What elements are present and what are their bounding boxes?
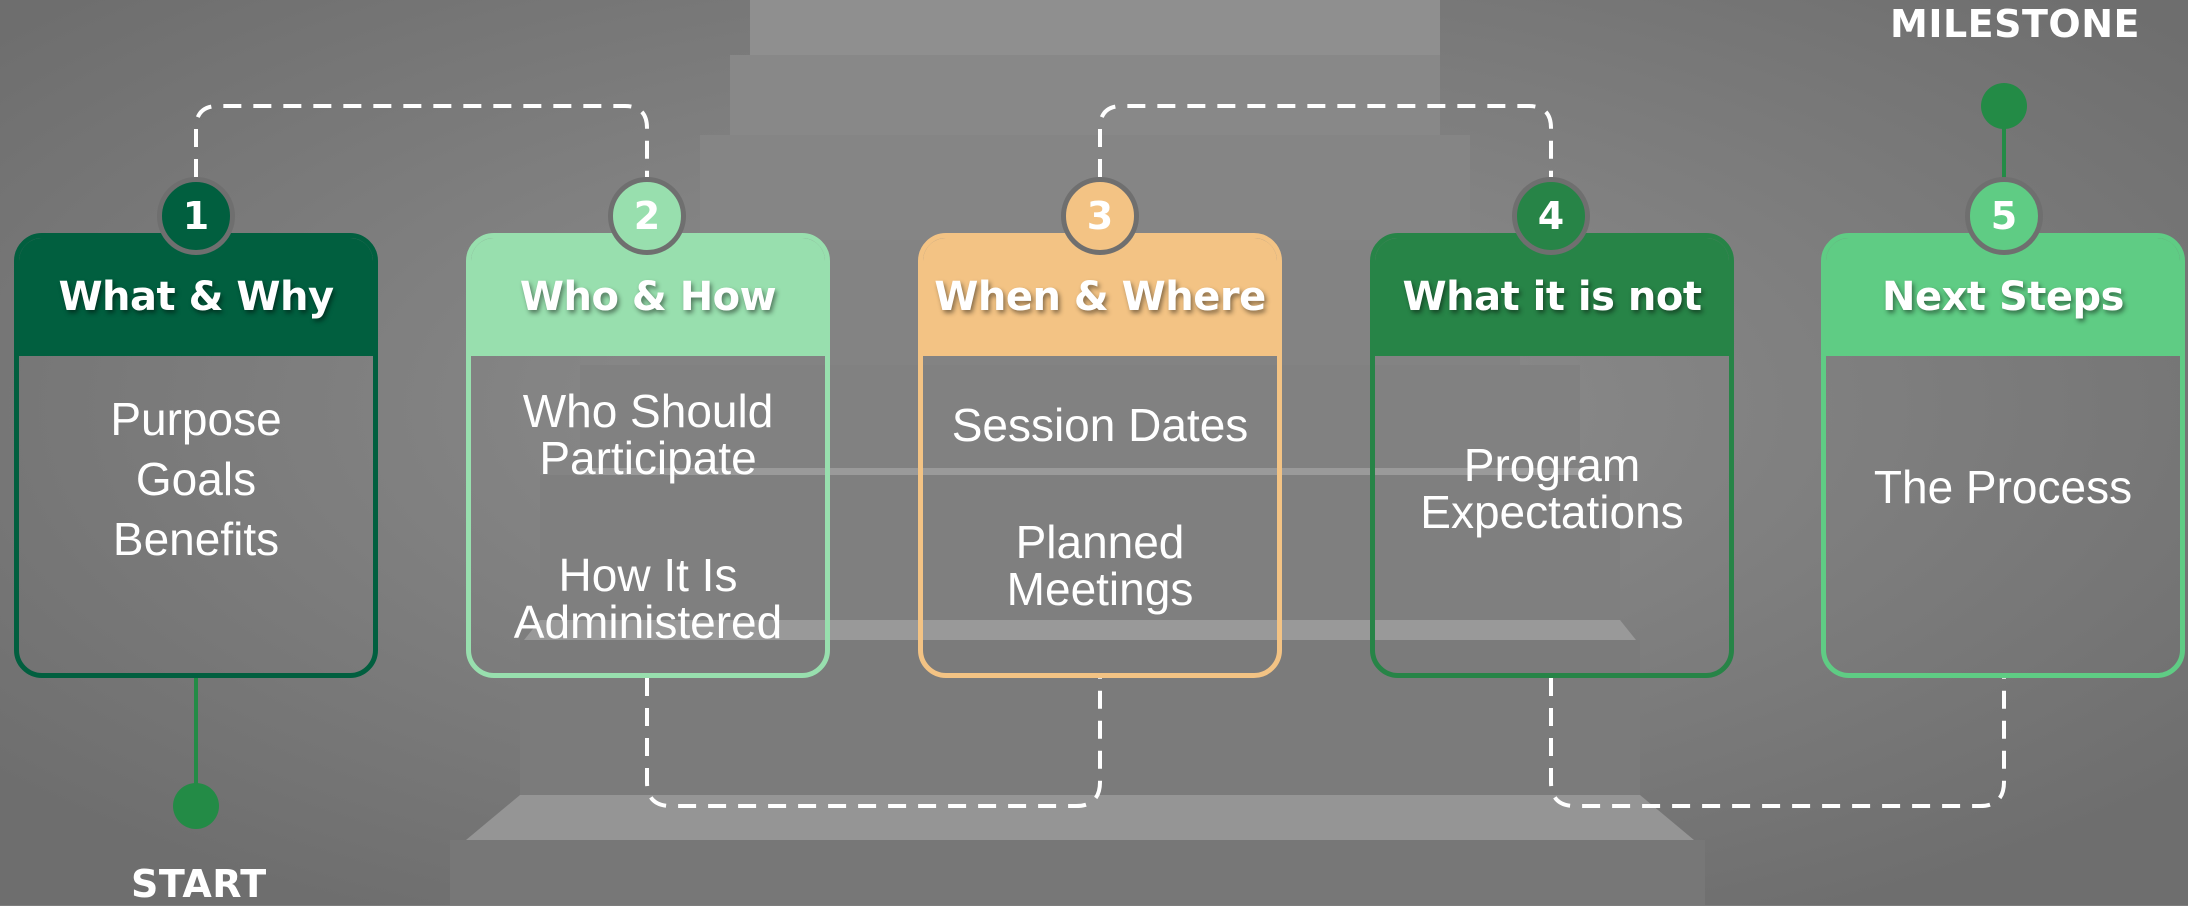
- step-badge-3: 3: [1061, 177, 1139, 255]
- step-card-3: When & Where Session Dates Planned Meeti…: [918, 233, 1282, 678]
- step-title-5: Next Steps: [1826, 238, 2180, 356]
- step-badge-4: 4: [1512, 177, 1590, 255]
- step-body-1: Purpose Goals Benefits: [19, 356, 373, 673]
- step-card-4: What it is not Program Expectations: [1370, 233, 1734, 678]
- dashed-connector-1-2: [194, 104, 649, 177]
- step-item: The Process: [1873, 461, 2133, 513]
- step-item: Goals: [135, 452, 257, 505]
- step-item: Program Expectations: [1420, 439, 1684, 538]
- step-body-4: Program Expectations: [1375, 356, 1729, 673]
- milestone-dot: [1981, 83, 2027, 129]
- start-dot: [173, 783, 219, 829]
- start-label: START: [131, 862, 267, 906]
- step-card-2: Who & How Who Should Participate How It …: [466, 233, 830, 678]
- step-item: How It Is Administered: [513, 548, 783, 648]
- step-body-2: Who Should Participate How It Is Adminis…: [471, 356, 825, 673]
- dashed-connector-2-3: [645, 678, 1102, 808]
- step-card-1: What & Why Purpose Goals Benefits: [14, 233, 378, 678]
- step-badge-2: 2: [608, 177, 686, 255]
- step-badge-1: 1: [157, 177, 235, 255]
- step-item: Session Dates: [951, 399, 1249, 451]
- step-title-2: Who & How: [471, 238, 825, 356]
- milestone-label: MILESTONE: [1890, 2, 2140, 46]
- step-body-5: The Process: [1826, 356, 2180, 673]
- step-card-5: Next Steps The Process: [1821, 233, 2185, 678]
- step-title-3: When & Where: [923, 238, 1277, 356]
- step-item: Who Should Participate: [522, 385, 774, 484]
- step-item: Purpose: [110, 393, 282, 445]
- dashed-connector-3-4: [1098, 104, 1553, 177]
- step-title-1: What & Why: [19, 238, 373, 356]
- step-title-4: What it is not: [1375, 238, 1729, 356]
- dashed-connector-4-5: [1549, 678, 2006, 808]
- step-body-3: Session Dates Planned Meetings: [923, 356, 1277, 673]
- step-item: Planned Meetings: [1006, 515, 1194, 615]
- step-item: Benefits: [112, 512, 280, 565]
- step-badge-5: 5: [1965, 177, 2043, 255]
